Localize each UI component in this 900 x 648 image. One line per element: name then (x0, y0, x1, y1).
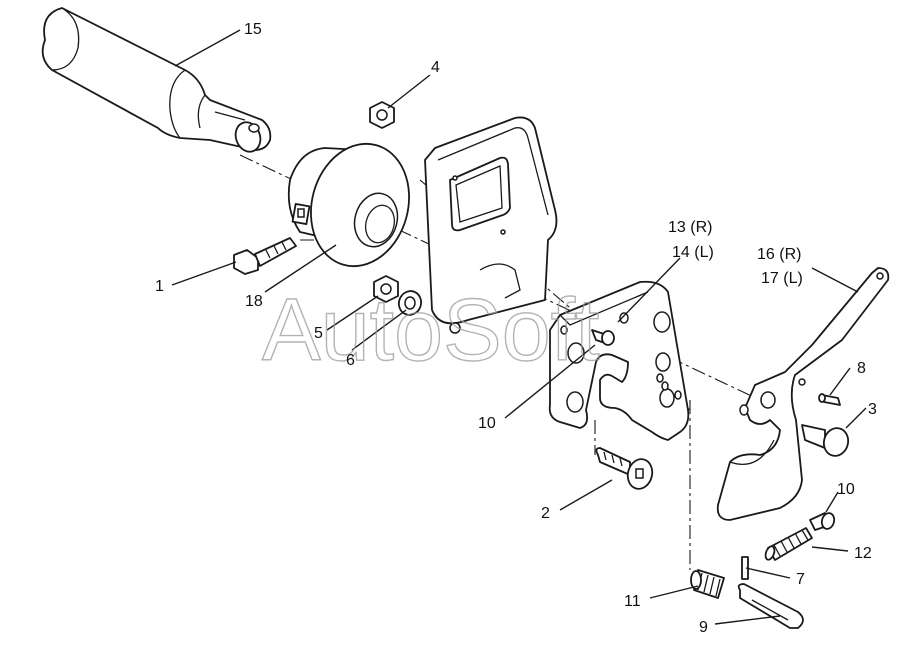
nut-lower-part (373, 275, 399, 303)
callout-5: 5 (314, 325, 323, 342)
callout-10-lower: 10 (837, 481, 855, 498)
callout-9: 9 (699, 619, 708, 636)
bracket-plate-part (548, 280, 690, 441)
callout-3: 3 (868, 401, 877, 418)
callout-11: 11 (624, 593, 641, 610)
callout-13: 13 (R) (668, 219, 712, 236)
callout-6: 6 (346, 352, 355, 369)
callout-12: 12 (854, 545, 872, 562)
callout-16: 16 (R) (757, 246, 801, 263)
callout-2: 2 (541, 505, 550, 522)
spring-right-part (764, 527, 813, 561)
callout-15: 15 (244, 21, 262, 38)
bolt-left-part (233, 237, 297, 275)
handle-grip-part (41, 7, 272, 153)
washer-part (397, 290, 423, 316)
callout-10-upper: 10 (478, 415, 496, 432)
pin-lever-part (818, 393, 841, 406)
callout-18: 18 (245, 293, 263, 310)
screw-lower-part (595, 447, 654, 490)
shoulder-bolt-part (801, 424, 850, 457)
latch-pin-part (737, 583, 804, 629)
callout-labels: 15 4 1 18 5 6 13 (R) 14 (L) 10 16 (R) 17… (155, 21, 877, 636)
callout-7: 7 (796, 571, 805, 588)
callout-14: 14 (L) (672, 244, 714, 261)
callout-17: 17 (L) (761, 270, 803, 287)
callout-8: 8 (857, 360, 866, 377)
callout-1: 1 (155, 278, 164, 295)
watermark-text: AutoSoft (262, 280, 600, 379)
pin-lower-part (809, 512, 836, 531)
lever-arm-part (716, 267, 890, 521)
nut-upper-part (369, 101, 395, 129)
spring-left-part (690, 569, 725, 599)
leader-lines (171, 29, 867, 625)
callout-4: 4 (431, 59, 440, 76)
hub-flange-part (287, 142, 410, 268)
pin-upper-part (591, 329, 615, 346)
mounting-plate-part (424, 116, 558, 334)
